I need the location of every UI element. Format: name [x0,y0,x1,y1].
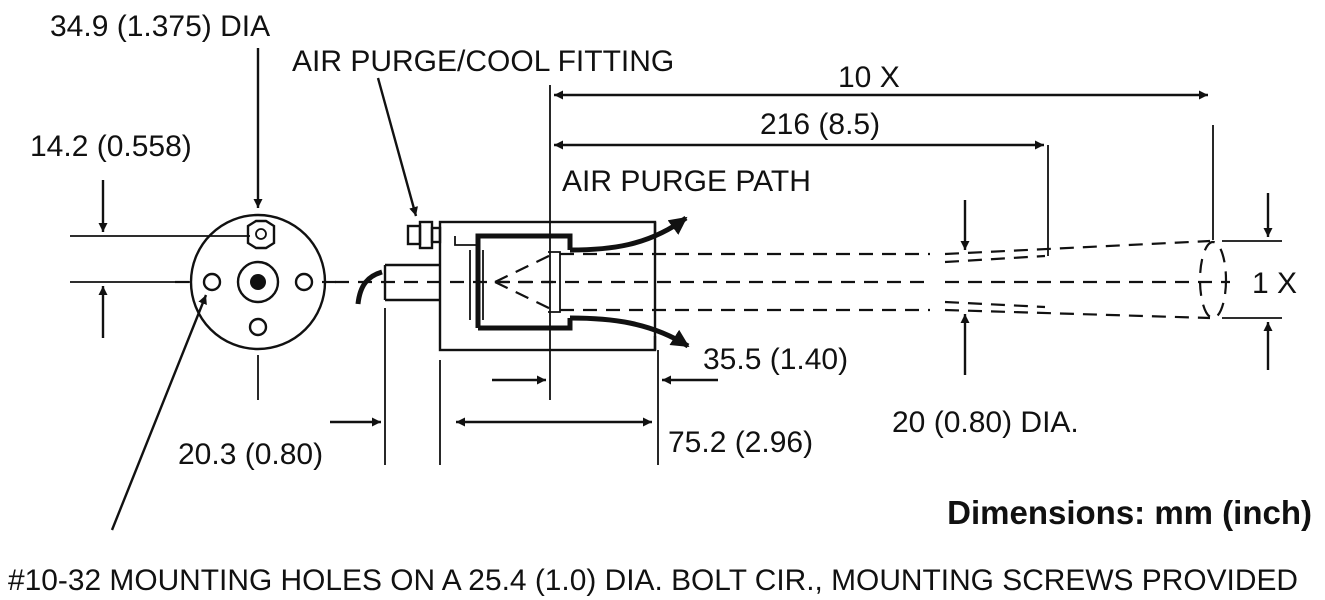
focal-distance-label: 216 (8.5) [760,108,880,141]
mounting-hole-left [202,272,222,292]
body-length-label: 75.2 (2.96) [668,426,813,459]
sensor-housing [438,220,657,352]
target-spot-ellipse [1198,240,1228,320]
lens-outer-ring [236,260,280,304]
dimension-lines [330,85,1208,465]
front-view [70,48,345,531]
side-view [335,77,930,352]
rear-length-label: 20.3 (0.80) [178,438,323,471]
labels: 34.9 (1.375) DIA AIR PURGE/COOL FITTING … [8,10,1312,597]
mounting-hole-bottom [248,317,268,337]
spot-diameter-label: 20 (0.80) DIA. [892,406,1079,439]
one-x-label: 1 X [1252,267,1297,300]
fitting-hex-icon [246,219,276,250]
field-of-view [560,125,1282,375]
purge-path-arrow-lower [569,315,690,349]
front-length-label: 35.5 (1.40) [703,343,848,376]
purge-channel-upper [454,236,478,246]
lens-center [250,274,266,290]
ten-x-label: 10 X [838,61,900,94]
body-diameter-label: 34.9 (1.375) DIA [50,10,270,43]
purge-fitting-icon [406,220,442,250]
mounting-hole-right [294,272,314,292]
cable-icon [355,269,383,305]
fitting-label: AIR PURGE/COOL FITTING [292,45,674,78]
purge-path-arrow-upper [569,215,688,253]
units-title: Dimensions: mm (inch) [947,494,1312,531]
mounting-note: #10-32 MOUNTING HOLES ON A 25.4 (1.0) DI… [8,564,1298,597]
purge-path-label: AIR PURGE PATH [562,165,811,198]
offset-label: 14.2 (0.558) [30,130,192,163]
